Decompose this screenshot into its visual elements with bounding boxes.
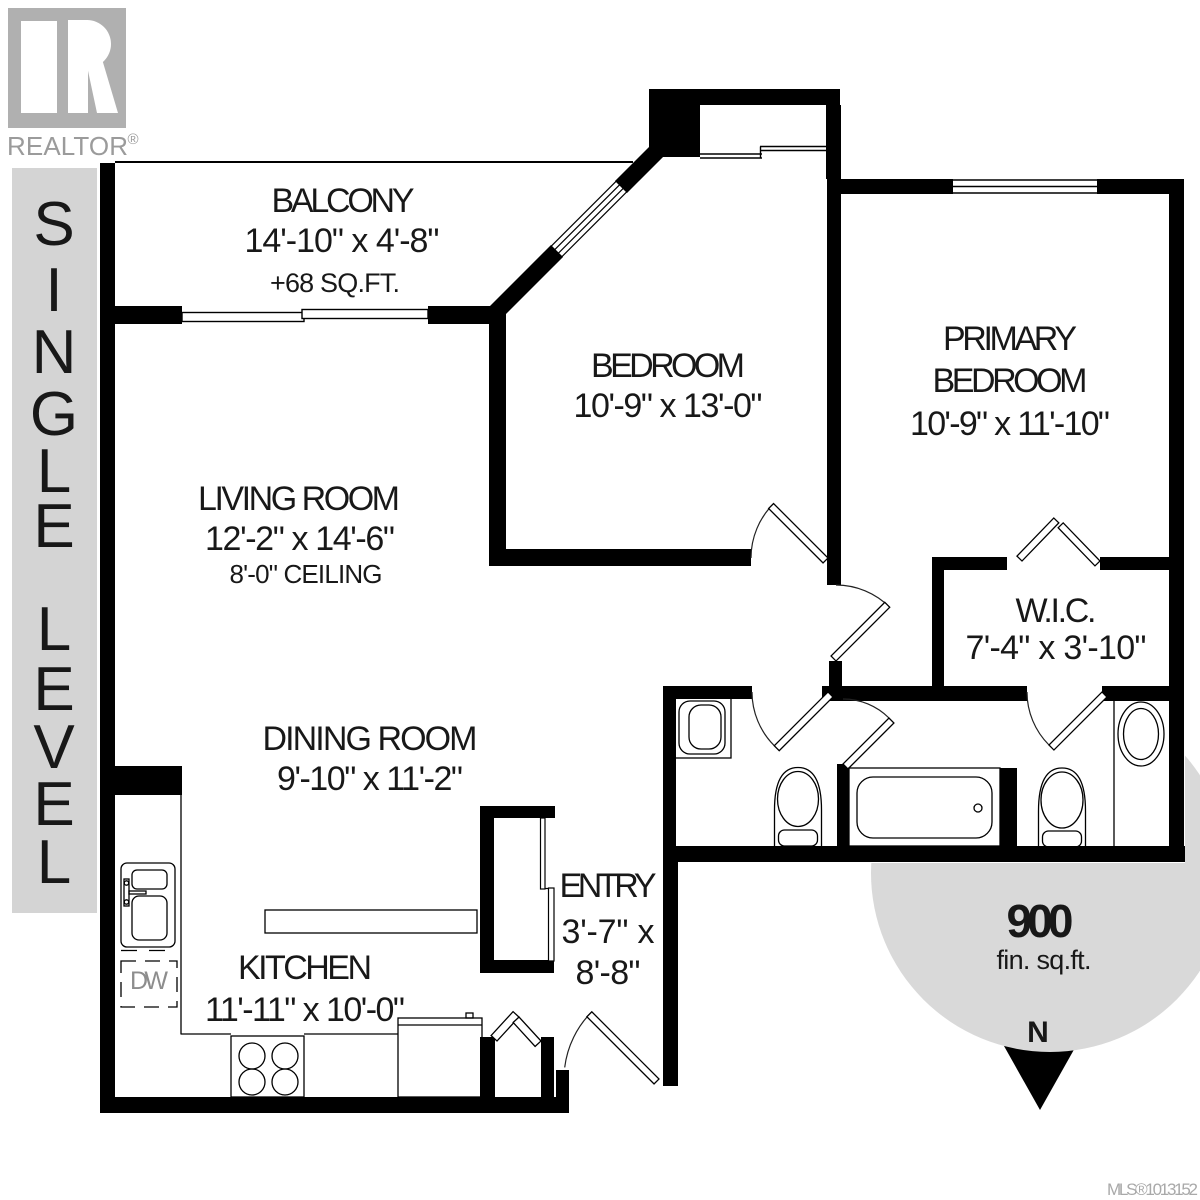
svg-text:N: N bbox=[32, 318, 77, 387]
svg-text:BEDROOM: BEDROOM bbox=[591, 347, 745, 385]
svg-text:10'-9" x 13'-0": 10'-9" x 13'-0" bbox=[574, 387, 763, 425]
svg-text:®: ® bbox=[127, 131, 138, 148]
svg-text:REALTOR: REALTOR bbox=[7, 131, 128, 161]
svg-text:E: E bbox=[33, 770, 74, 839]
svg-text:8'-0" CEILING: 8'-0" CEILING bbox=[230, 559, 383, 589]
svg-text:8'-8": 8'-8" bbox=[576, 954, 641, 992]
svg-text:DINING ROOM: DINING ROOM bbox=[263, 720, 478, 758]
svg-text:L: L bbox=[37, 595, 71, 664]
svg-text:10'-9" x 11'-10": 10'-9" x 11'-10" bbox=[910, 405, 1110, 443]
svg-text:E: E bbox=[33, 655, 74, 724]
svg-text:E: E bbox=[33, 492, 74, 561]
svg-text:LIVING ROOM: LIVING ROOM bbox=[198, 480, 400, 518]
svg-text:ENTRY: ENTRY bbox=[560, 867, 657, 905]
svg-text:BEDROOM: BEDROOM bbox=[933, 362, 1088, 400]
svg-text:+68 SQ.FT.: +68 SQ.FT. bbox=[270, 268, 400, 298]
svg-text:L: L bbox=[37, 437, 71, 506]
svg-text:S: S bbox=[33, 190, 74, 259]
svg-text:V: V bbox=[33, 713, 75, 782]
svg-text:11'-11" x 10'-0": 11'-11" x 10'-0" bbox=[205, 991, 405, 1029]
svg-text:W.I.C.: W.I.C. bbox=[1016, 592, 1097, 630]
svg-text:L: L bbox=[37, 828, 71, 897]
svg-text:3'-7" x: 3'-7" x bbox=[562, 913, 655, 951]
svg-text:BALCONY: BALCONY bbox=[272, 182, 415, 220]
svg-text:900: 900 bbox=[1007, 895, 1074, 947]
svg-text:PRIMARY: PRIMARY bbox=[943, 320, 1077, 358]
svg-text:G: G bbox=[30, 380, 78, 449]
svg-text:12'-2" x 14'-6": 12'-2" x 14'-6" bbox=[205, 520, 395, 558]
svg-text:14'-10" x 4'-8": 14'-10" x 4'-8" bbox=[245, 222, 440, 260]
svg-text:7'-4" x 3'-10": 7'-4" x 3'-10" bbox=[966, 629, 1147, 667]
svg-text:9'-10" x 11'-2": 9'-10" x 11'-2" bbox=[277, 760, 463, 798]
svg-text:I: I bbox=[45, 256, 62, 325]
svg-text:DW: DW bbox=[130, 967, 168, 995]
svg-text:N: N bbox=[1027, 1016, 1049, 1049]
svg-text:KITCHEN: KITCHEN bbox=[238, 949, 372, 987]
svg-text:fin. sq.ft.: fin. sq.ft. bbox=[997, 945, 1092, 975]
svg-text:MLS®1013152: MLS®1013152 bbox=[1107, 1180, 1198, 1199]
